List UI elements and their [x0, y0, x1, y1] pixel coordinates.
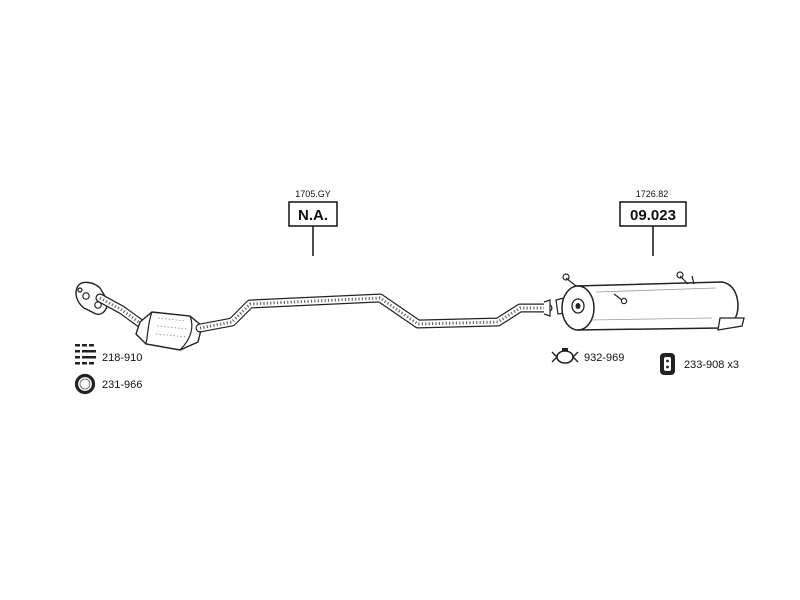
part-bolts-label: 218-910: [102, 352, 142, 364]
rear-silencer-assembly[interactable]: [555, 271, 745, 331]
part-gasket[interactable]: 231-966: [74, 373, 143, 395]
rear-silencer-code-box: [619, 201, 687, 227]
rear-silencer-reference: 1726.82: [636, 189, 669, 199]
rear-silencer-callout[interactable]: 1726.82 09.023: [619, 189, 687, 256]
part-mount-label: 233-908 x3: [684, 359, 739, 371]
part-clamp-label: 932-969: [584, 352, 624, 364]
gasket-ring-icon: [74, 373, 96, 395]
bolt-set-icon: [75, 344, 96, 365]
rear-silencer-code: 09.023: [630, 207, 676, 224]
front-pipe-callout[interactable]: 1705.GY N.A.: [288, 189, 338, 256]
tailpipe: [717, 317, 745, 331]
silencer-body: [575, 281, 739, 331]
part-bolts[interactable]: 218-910: [75, 344, 142, 365]
clamp-icon: [551, 348, 579, 364]
catalytic-converter: [135, 311, 203, 351]
front-pipe-assembly[interactable]: [75, 281, 553, 351]
hanger-bracket-icon: [562, 273, 570, 281]
manifold-flange: [75, 281, 108, 315]
part-gasket-label: 231-966: [102, 379, 142, 391]
part-clamp[interactable]: 932-969: [551, 348, 624, 364]
front-pipe-code: N.A.: [298, 207, 328, 224]
front-pipe-reference: 1705.GY: [295, 189, 331, 199]
part-mount[interactable]: 233-908 x3: [660, 353, 739, 375]
rubber-mount-icon: [660, 353, 675, 375]
